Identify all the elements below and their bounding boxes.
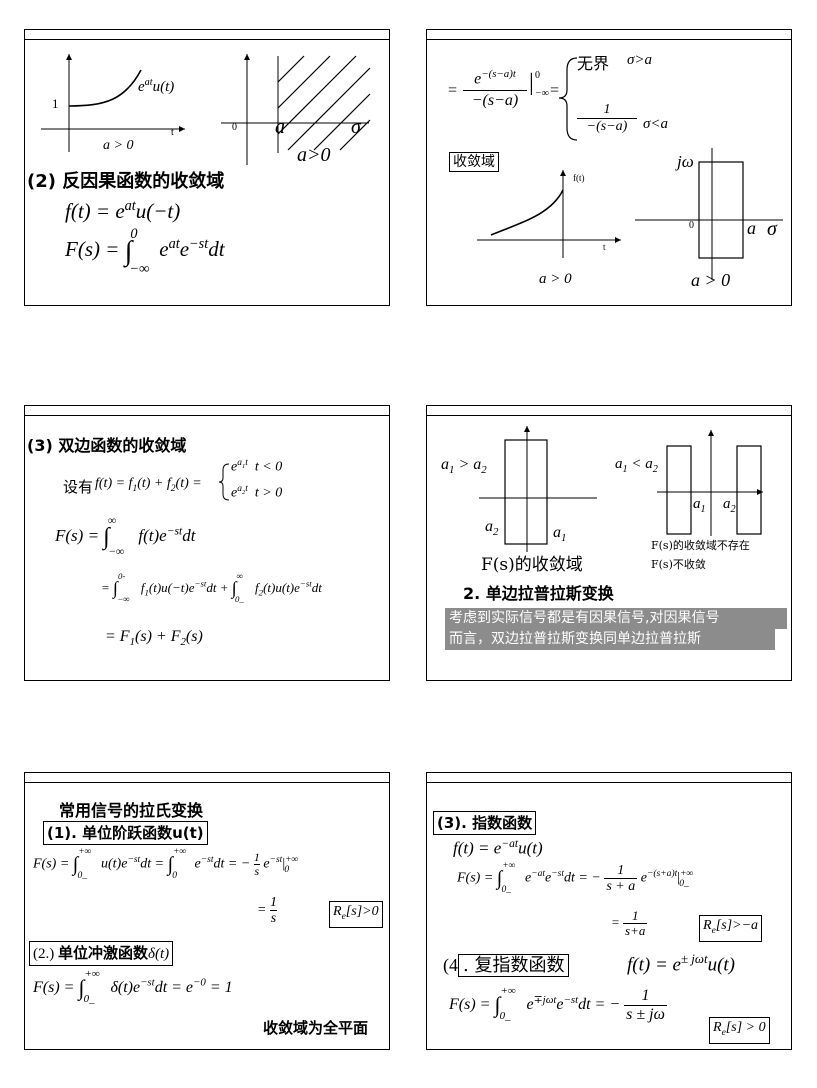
origin-label: 0 (232, 122, 237, 133)
section-heading: (2) 反因果函数的收敛域 (27, 171, 225, 192)
F-definition: F(s) = ∫0−∞eate−stdt (65, 226, 225, 278)
case2-condition: σ<a (643, 116, 669, 132)
f3: f(t) = e−atu(t) (453, 837, 543, 858)
roc4-box: Re[s] > 0 (709, 1017, 770, 1044)
eq-line2: = ∫0-−∞ f1(t)u(−t)e−stdt + ∫∞0_ f2(t)u(t… (101, 570, 322, 604)
slide-divider (427, 39, 791, 40)
slide-divider (25, 415, 389, 416)
case2: ea2t t > 0 (231, 484, 283, 501)
caption-left: F(s)的收敛域 (481, 555, 583, 575)
note-line-1: 考虑到实际信号都是有因果信号,对因果信号 (445, 608, 787, 629)
t-axis-label: t (603, 242, 606, 252)
eq-line1: F(s) = ∫∞−∞ f(t)e−stdt (55, 514, 196, 559)
section-heading: (3) 双边函数的收敛域 (27, 436, 187, 455)
case1-value: 无界 (577, 54, 610, 73)
eq2: F(s) = ∫+∞0_δ(t)e−stdt = e−0 = 1 (33, 967, 233, 1006)
case1-condition: σ>a (627, 52, 653, 68)
item3-heading: (3). 指数函数 (433, 811, 537, 835)
roc1-box: Re[s]>0 (329, 901, 383, 928)
item1-heading: (1). 单位阶跃函数u(t) (43, 821, 208, 845)
slide-5: 常用信号的拉氏变换 (1). 单位阶跃函数u(t) F(s) = ∫+∞0_u(… (24, 772, 390, 1050)
condition2: a1 < a2 (615, 456, 658, 475)
condition-left: a > 0 (539, 271, 572, 287)
f4: f(t) = e± jωtu(t) (627, 951, 736, 976)
curve-label: eatu(t) (138, 77, 175, 95)
t-axis-label: t (171, 127, 174, 138)
a2-label-left: a2 (485, 518, 499, 539)
section-heading: 常用信号的拉氏变换 (59, 801, 204, 820)
condition-left: a > 0 (103, 138, 134, 153)
eq1: F(s) = ∫+∞0_u(t)e−stdt = ∫+∞0 e−stdt = −… (33, 847, 299, 881)
condition-right: a>0 (297, 144, 331, 166)
roc-diagrams (479, 426, 763, 552)
a1-label-right: a1 (693, 496, 706, 515)
condition-right: a > 0 (691, 270, 731, 290)
eq-line3: = F1(s) + F2(s) (105, 628, 203, 649)
slide-6: (3). 指数函数 f(t) = e−atu(t) F(s) = ∫+∞0_e−… (426, 772, 792, 1050)
section-heading: 2. 单边拉普拉斯变换 (463, 584, 614, 603)
sigma-label: σ (351, 116, 361, 138)
slide-2: = e−(s−a)t −(s−a) | 0 −∞ = 无界 σ>a 1 −(s−… (426, 29, 792, 306)
f-definition: f(t) = eatu(−t) (65, 198, 181, 223)
item2-heading: (2.) 单位冲激函数δ(t) (29, 941, 174, 966)
a-label: a (747, 218, 756, 238)
definition-eq: f(t) = f1(t) + f2(t) = (95, 476, 202, 494)
slide-divider (427, 415, 791, 416)
slide-4: a1 > a2 a1 < a2 a2 a1 a1 a2 F(s)的收敛域 F(s… (426, 405, 792, 681)
definition-prefix: 设有 (63, 478, 94, 496)
roc3-box: Re[s]>−a (699, 915, 763, 942)
brace (218, 463, 230, 501)
slide-3: (3) 双边函数的收敛域 设有 f(t) = f1(t) + f2(t) = e… (24, 405, 390, 681)
origin-label: 0 (689, 220, 694, 231)
case2-value: 1 −(s−a) (577, 102, 637, 135)
roc-label-box: 收敛域 (449, 152, 499, 172)
plot-causal-exp (41, 54, 371, 165)
slide-divider (25, 782, 389, 783)
ft-axis-label: f(t) (573, 173, 585, 183)
case1: ea1t t < 0 (231, 458, 283, 475)
condition1: a1 > a2 (441, 456, 487, 477)
a2-label-right: a2 (723, 496, 736, 515)
plot-anticausal (477, 148, 783, 280)
slide-divider (427, 782, 791, 783)
item4-heading: (4. 复指数函数 (443, 951, 570, 977)
roc2-text: 收敛域为全平面 (263, 1019, 369, 1037)
y-intercept-label: 1 (52, 96, 59, 111)
caption-right-2: F(s)不收敛 (651, 558, 706, 571)
brace (558, 57, 578, 141)
slide-divider (25, 39, 389, 40)
note-line-2: 而言，双边拉普拉斯变换同单边拉普拉斯 (445, 629, 775, 650)
sigma-label: σ (767, 218, 777, 240)
a1-label-left: a1 (553, 524, 567, 545)
slide-1: 1 eatu(t) t a > 0 0 a σ a>0 (2) 反因果函数的收敛… (24, 29, 390, 306)
jw-label: jω (677, 152, 694, 171)
caption-right-1: F(s)的收敛域不存在 (651, 539, 750, 552)
a-label: a (275, 116, 285, 138)
